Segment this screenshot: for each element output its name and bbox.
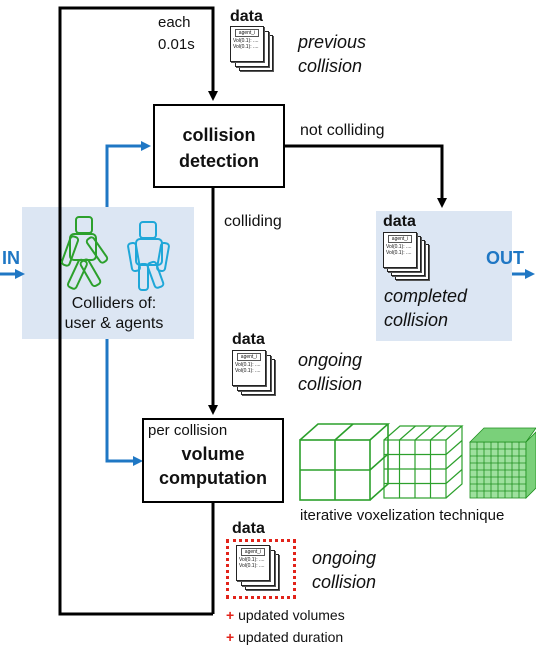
blue-to-volume (105, 339, 143, 466)
ongoing-line2: collision (298, 374, 363, 394)
sheet-row1: Vol(0.1): .... (386, 244, 412, 250)
voxel-fine (469, 427, 536, 499)
data-stack-completed: agent_i Vol(0.1): .... Vol(0.1): .... (383, 232, 435, 284)
data-heading-previous: data (230, 8, 263, 25)
colliding-label: colliding (224, 213, 282, 230)
ongoing-collision-bottom-label: ongoing collision (312, 546, 376, 594)
in-label: IN (2, 248, 20, 268)
out-label: OUT (486, 248, 524, 268)
timer-line1: each (158, 14, 191, 31)
user-collider-figure (60, 216, 109, 290)
voxel-medium (383, 425, 464, 499)
update-volumes: updated volumes (238, 607, 345, 623)
data-heading-completed: data (383, 213, 416, 230)
data-stack-bottom: agent_i Vol(0.1): .... Vol(0.1): .... (236, 545, 288, 597)
loop-line (58, 6, 218, 616)
ongoing-bottom-line1: ongoing (312, 548, 377, 568)
colliders-panel (22, 207, 194, 339)
data-heading-ongoing: data (232, 331, 265, 348)
voxel-coarse (299, 423, 391, 501)
colliders-label: Colliders of: user & agents (44, 294, 184, 334)
completed-collision-label: completed collision (384, 284, 467, 332)
blue-to-detection (105, 141, 151, 207)
sheet-row2: Vol(0.1): .... (239, 563, 265, 569)
colliders-line2: user & agents (64, 315, 164, 332)
collision-detection-box: collision detection (153, 104, 285, 188)
sheet-header: agent_i (388, 235, 412, 243)
volume-line1: volume (181, 444, 245, 464)
update-duration: updated duration (238, 629, 344, 645)
update-item: + updated volumes (226, 604, 345, 626)
sheet-front: agent_i Vol(0.1): .... Vol(0.1): .... (383, 232, 417, 268)
completed-line2: collision (384, 310, 449, 330)
previous-line2: collision (298, 56, 363, 76)
detection-line1: collision (182, 125, 256, 145)
sheet-row1: Vol(0.1): .... (233, 38, 259, 44)
ongoing-line1: ongoing (298, 350, 363, 370)
volume-line2: computation (159, 468, 267, 488)
detection-line2: detection (178, 151, 259, 171)
timer-line2: 0.01s (158, 36, 195, 53)
data-stack-ongoing: agent_i Vol(0.1): .... Vol(0.1): .... (232, 350, 284, 402)
sheet-row2: Vol(0.1): .... (233, 44, 259, 50)
agent-collider-figure (127, 221, 170, 291)
sheet-row1: Vol(0.1): .... (239, 557, 265, 563)
plus-sign: + (226, 629, 235, 645)
updates-list: + updated volumes + updated duration (226, 604, 345, 648)
voxelization-caption: iterative voxelization technique (300, 507, 505, 524)
sheet-front: agent_i Vol(0.1): .... Vol(0.1): .... (236, 545, 270, 581)
highlight-dashed-border (226, 539, 296, 599)
plus-sign: + (226, 607, 235, 623)
sheet-row1: Vol(0.1): .... (235, 362, 261, 368)
previous-line1: previous (298, 32, 367, 52)
sheet-row2: Vol(0.1): .... (386, 250, 412, 256)
sheet-front: agent_i Vol(0.1): .... Vol(0.1): .... (230, 26, 264, 62)
data-heading-bottom: data (232, 520, 265, 537)
update-item: + updated duration (226, 626, 345, 648)
not-colliding-label: not colliding (300, 122, 385, 139)
sheet-front: agent_i Vol(0.1): .... Vol(0.1): .... (232, 350, 266, 386)
data-stack-previous: agent_i Vol(0.1): .... Vol(0.1): .... (230, 26, 282, 78)
completed-line1: completed (384, 286, 468, 306)
sheet-header: agent_i (235, 29, 259, 37)
volume-prefix: per collision (148, 422, 228, 439)
previous-collision-label: previous collision (298, 30, 366, 78)
ongoing-bottom-line2: collision (312, 572, 377, 592)
not-colliding-line (285, 144, 447, 208)
sheet-row2: Vol(0.1): .... (235, 368, 261, 374)
colliders-line1: Colliders of: (71, 295, 157, 312)
sheet-header: agent_i (237, 353, 261, 361)
timer-label: each 0.01s (158, 12, 195, 56)
sheet-header: agent_i (241, 548, 265, 556)
volume-computation-box: per collision volume computation (142, 418, 284, 503)
ongoing-collision-label: ongoing collision (298, 348, 362, 396)
